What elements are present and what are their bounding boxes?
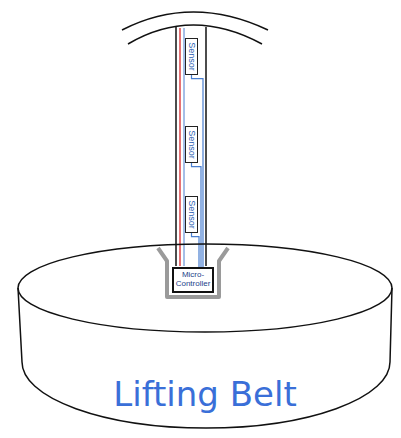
mount-bracket bbox=[158, 248, 228, 297]
belt-side bbox=[18, 288, 392, 428]
pole-edge bbox=[205, 27, 207, 266]
signal-wire bbox=[192, 75, 204, 268]
sensor-label: Sensor bbox=[187, 200, 196, 229]
signal-wire bbox=[192, 233, 200, 268]
sensor-box: Sensor bbox=[185, 38, 198, 75]
controller-box: Micro-Controller bbox=[172, 267, 215, 293]
sensor-box: Sensor bbox=[185, 196, 198, 233]
sensor-box: Sensor bbox=[185, 126, 198, 163]
top-arc bbox=[122, 12, 268, 30]
belt-top bbox=[18, 244, 392, 332]
sensor-label: Sensor bbox=[187, 42, 196, 71]
pole-edge bbox=[175, 27, 177, 266]
belt-label: Lifting Belt bbox=[113, 376, 297, 413]
controller-label: Micro-Controller bbox=[176, 271, 211, 289]
sensor-label: Sensor bbox=[187, 130, 196, 159]
power-wire bbox=[179, 28, 180, 266]
